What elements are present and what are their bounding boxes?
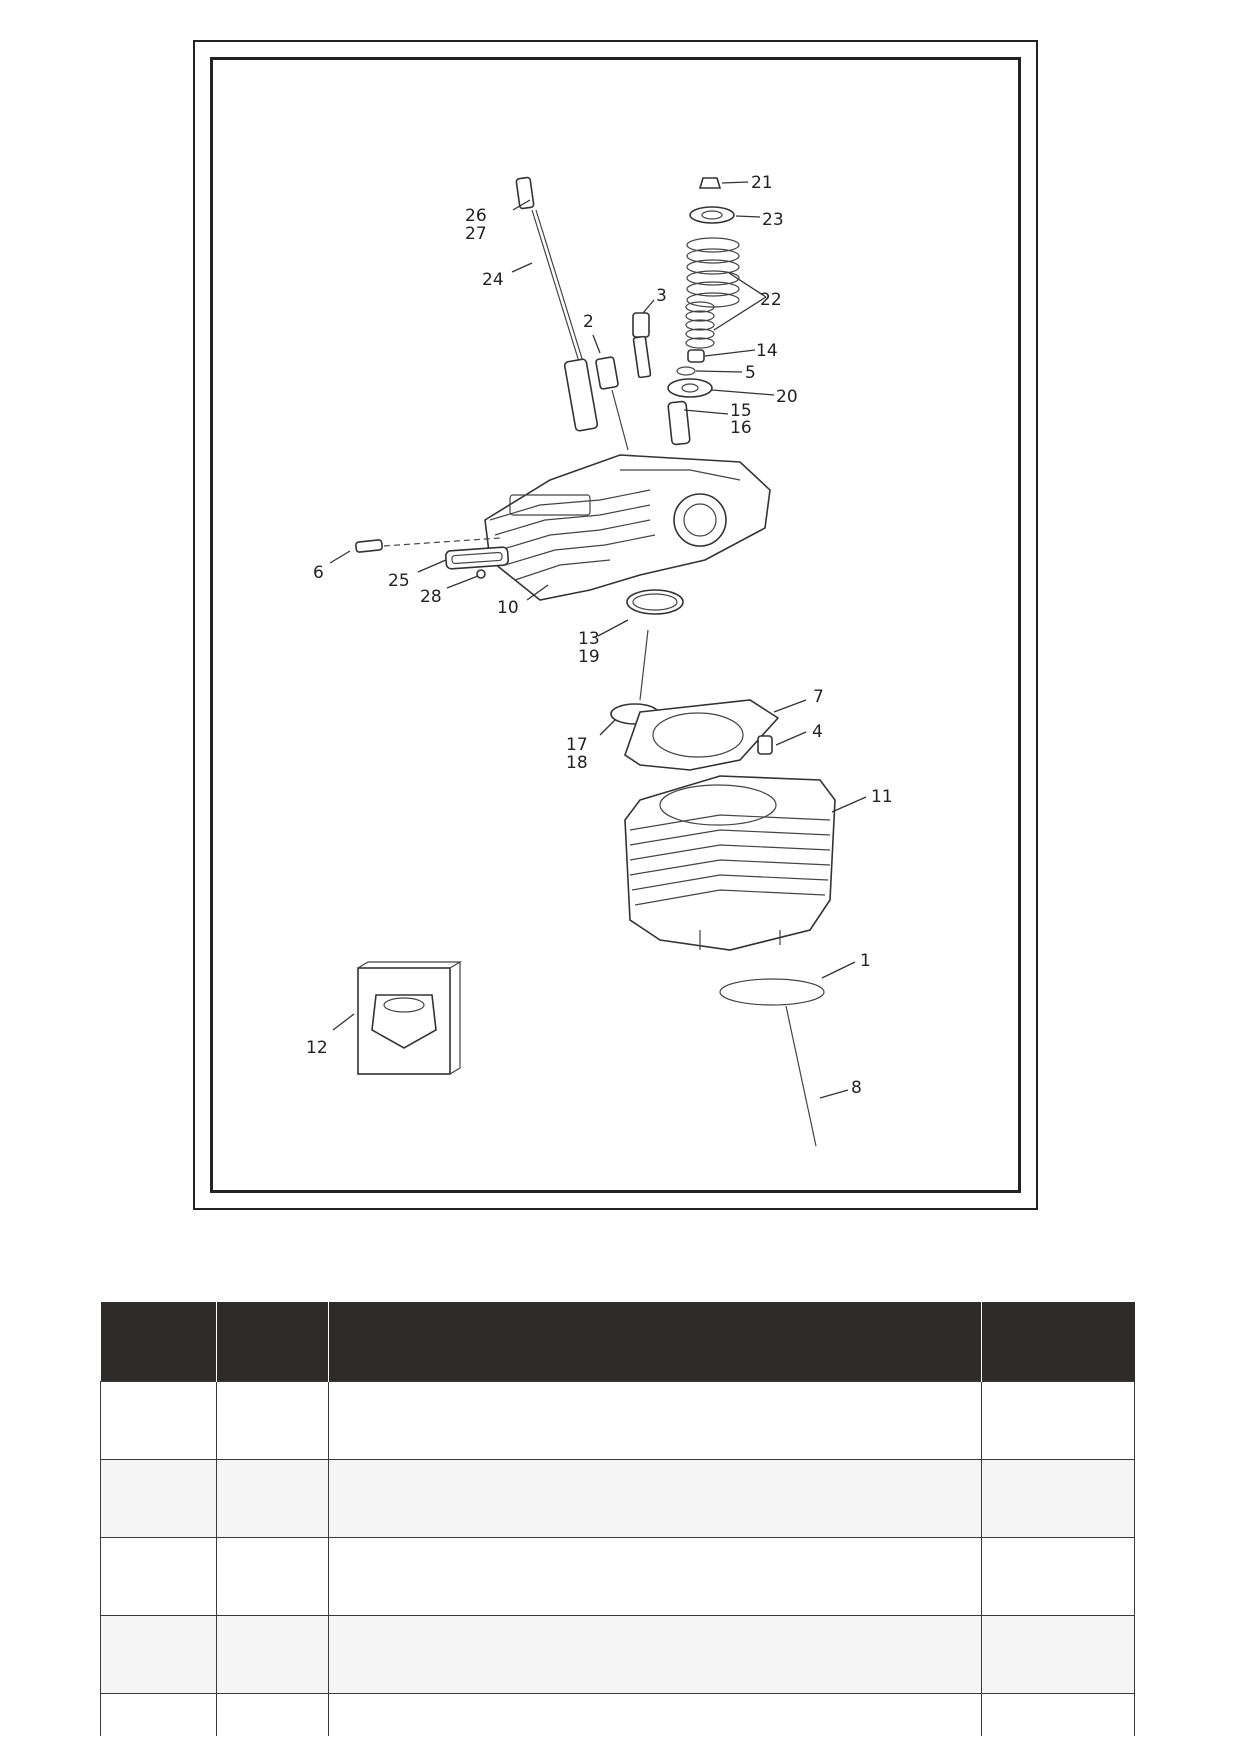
table-header-row <box>100 1302 1135 1382</box>
valve-spring-part <box>685 177 740 349</box>
callout-25: 25 <box>388 571 410 591</box>
table-cell <box>100 1693 217 1736</box>
table-cell <box>100 1381 217 1460</box>
callout-28: 28 <box>420 587 442 607</box>
callout-labels: 21 23 22 14 5 20 15 16 3 2 26 27 24 6 25… <box>306 173 893 1098</box>
table-cell <box>981 1459 1135 1538</box>
parts-table <box>100 1302 1135 1736</box>
diagram-frame-outer <box>193 40 1038 1210</box>
callout-23: 23 <box>762 210 784 230</box>
callout-5: 5 <box>745 363 756 383</box>
table-cell <box>981 1615 1135 1694</box>
pushrod-part <box>515 176 599 432</box>
small-parts <box>355 537 510 579</box>
column-header <box>328 1302 982 1382</box>
callout-3: 3 <box>656 286 667 306</box>
callout-26: 26 <box>465 206 487 226</box>
oring-stud-part <box>719 978 825 1147</box>
table-cell <box>981 1693 1135 1736</box>
table-cell <box>328 1459 982 1538</box>
table-cell <box>328 1381 982 1460</box>
callout-7: 7 <box>813 687 824 707</box>
table-row <box>100 1381 1135 1460</box>
callout-11: 11 <box>871 787 893 807</box>
tube-part <box>595 312 652 451</box>
table-cell <box>216 1459 329 1538</box>
table-cell <box>216 1537 329 1616</box>
callout-16: 16 <box>730 418 752 438</box>
column-header <box>100 1302 217 1382</box>
cylinder-head-part <box>484 454 771 601</box>
table-cell <box>100 1615 217 1694</box>
exploded-parts-diagram: 21 23 22 14 5 20 15 16 3 2 26 27 24 6 25… <box>306 173 893 1147</box>
kit-box-part <box>357 960 463 1075</box>
callout-8: 8 <box>851 1078 862 1098</box>
table-row <box>100 1459 1135 1538</box>
table-cell <box>100 1459 217 1538</box>
callout-24: 24 <box>482 270 504 290</box>
table-cell <box>981 1381 1135 1460</box>
callout-15: 15 <box>730 401 752 421</box>
table-cell <box>981 1537 1135 1616</box>
callout-18: 18 <box>566 753 588 773</box>
valve-part <box>610 589 684 725</box>
table-row <box>100 1615 1135 1694</box>
table-cell <box>216 1615 329 1694</box>
callout-14: 14 <box>756 341 778 361</box>
table-cell <box>216 1381 329 1460</box>
table-cell <box>328 1693 982 1736</box>
table-cell <box>100 1537 217 1616</box>
callout-17: 17 <box>566 735 588 755</box>
table-cell <box>328 1537 982 1616</box>
callout-2: 2 <box>583 312 594 332</box>
table-row <box>100 1537 1135 1616</box>
callout-6: 6 <box>313 563 324 583</box>
table-cell <box>216 1693 329 1736</box>
callout-21: 21 <box>751 173 773 193</box>
table-row <box>100 1693 1135 1736</box>
leader-lines <box>329 181 867 1099</box>
callout-10: 10 <box>497 598 519 618</box>
callout-12: 12 <box>306 1038 328 1058</box>
cylinder-part <box>624 775 836 951</box>
callout-20: 20 <box>776 387 798 407</box>
table-cell <box>328 1615 982 1694</box>
callout-13: 13 <box>578 629 600 649</box>
head-gasket-part <box>624 699 780 771</box>
callout-4: 4 <box>812 722 823 742</box>
callout-22: 22 <box>760 290 782 310</box>
diagram-frame-inner <box>210 57 1021 1193</box>
column-header <box>981 1302 1135 1382</box>
callout-19: 19 <box>578 647 600 667</box>
callout-1: 1 <box>860 951 871 971</box>
column-header <box>216 1302 329 1382</box>
valve-seal-part <box>667 349 713 446</box>
callout-27: 27 <box>465 224 487 244</box>
